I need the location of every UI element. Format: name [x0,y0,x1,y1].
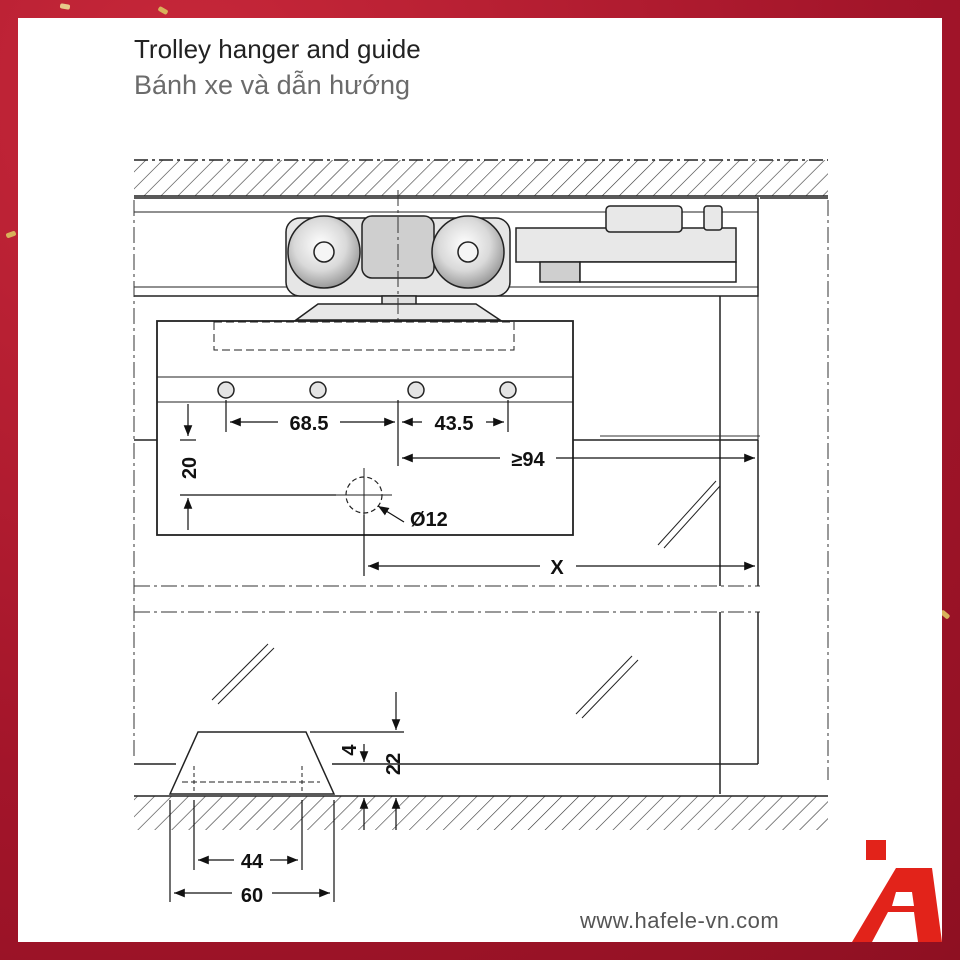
floor-hatch [134,795,828,830]
dimension-label-22: 22 [383,753,405,775]
upper-door-panel [134,439,759,586]
hafele-logo [852,840,942,942]
dimension-label-20: 20 [179,457,201,479]
dimension-label-x: X [550,557,564,579]
floor-guide [168,731,336,795]
dimension-label-68-5: 68.5 [290,413,329,435]
dimension-label-43-5: 43.5 [435,413,474,435]
page-title: Trolley hanger and guide [134,34,421,64]
track-profile [134,197,828,440]
dimension-label-min-94: ≥94 [511,449,545,471]
website-link[interactable]: www.hafele-vn.com [580,908,780,933]
dimension-label-4: 4 [339,744,361,756]
stopper-unit [515,205,737,283]
center-lines [133,190,829,780]
page-subtitle: Bánh xe và dẫn hướng [134,70,410,100]
dimension-label-44: 44 [241,851,264,873]
mounting-plate [156,320,574,536]
dimension-lines [169,400,755,902]
dimension-label-hole-diameter: Ø12 [410,509,448,531]
dimension-label-60: 60 [241,885,263,907]
trolley-hanger [285,215,511,321]
lower-door-panel [134,612,759,794]
ceiling-hatch [134,159,828,197]
